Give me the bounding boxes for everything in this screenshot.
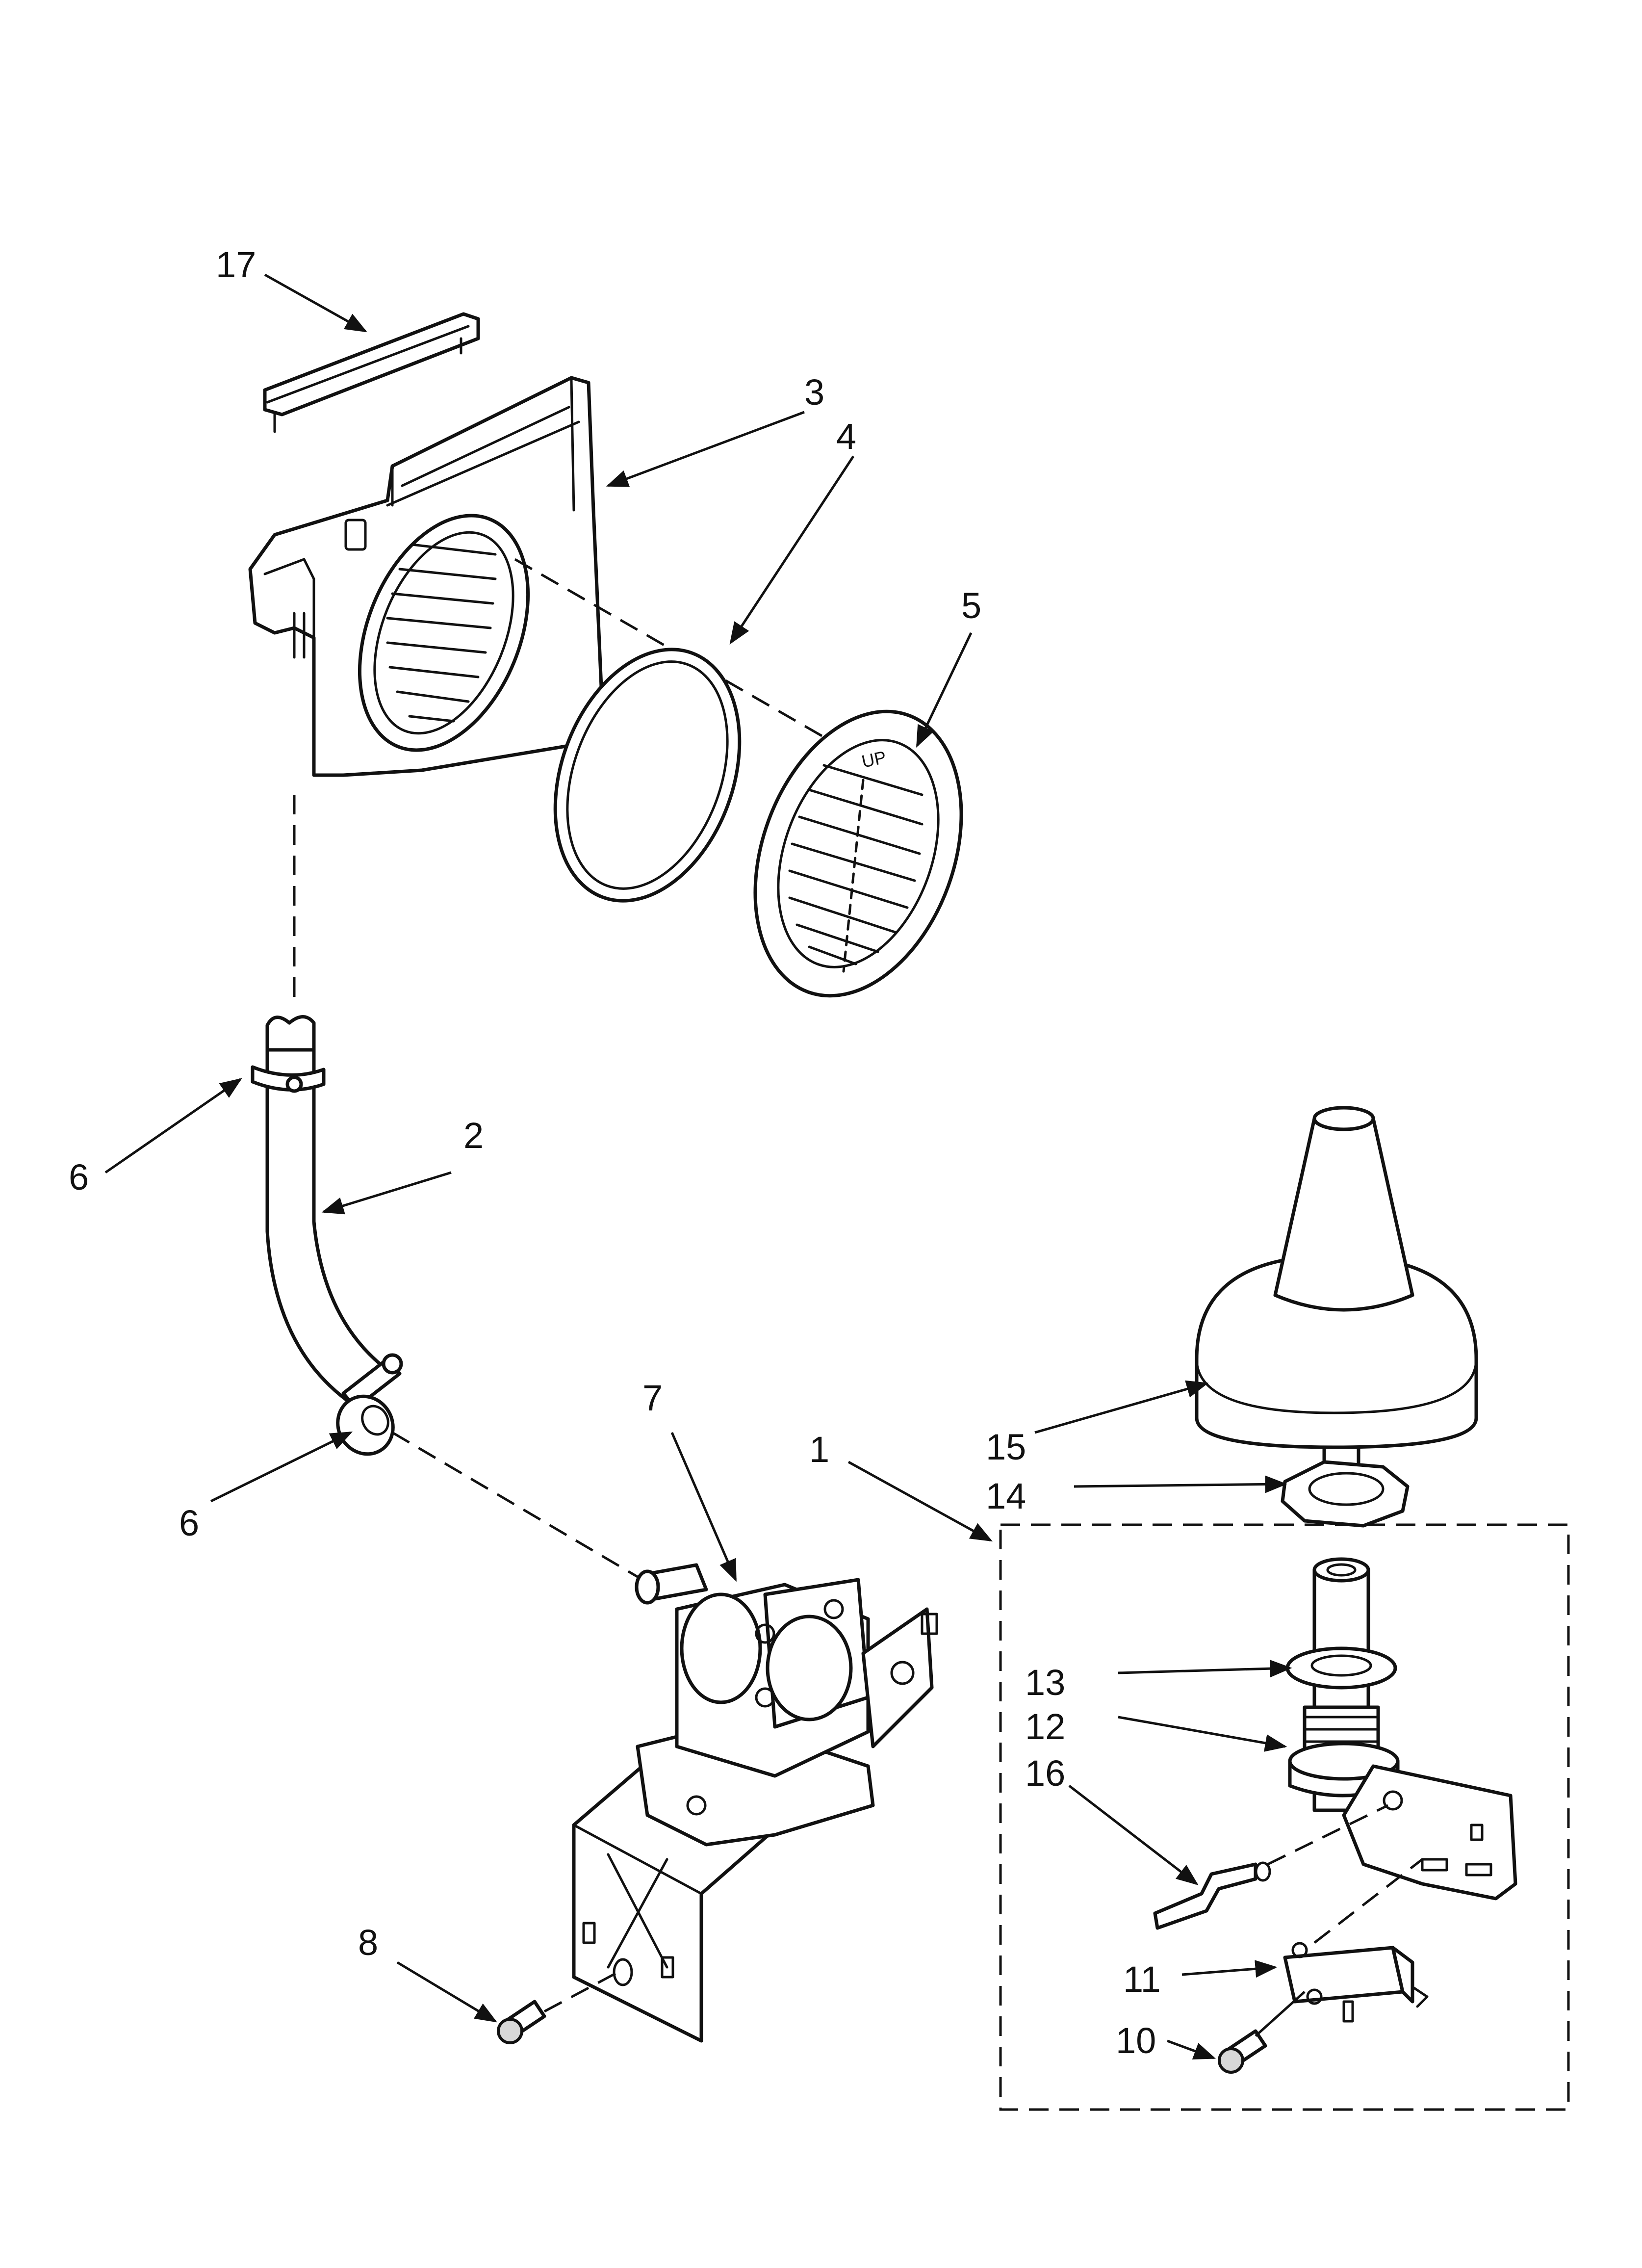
alignment-line-hose-valve	[391, 1431, 643, 1581]
part-14-hex-nut	[1281, 1460, 1410, 1528]
callout-11: 11	[1123, 1959, 1161, 2000]
callout-16: 16	[1025, 1753, 1065, 1794]
callout-4: 4	[836, 416, 856, 457]
leader-4	[729, 455, 855, 645]
part-15-float	[1195, 1106, 1478, 1469]
leader-lines	[104, 273, 1292, 2059]
part-1-switch-assembly-box	[999, 1523, 1570, 2111]
leader-16	[1068, 1785, 1199, 1885]
part-8-screw	[497, 2000, 546, 2044]
callout-3: 3	[804, 372, 824, 413]
part-7-water-valve	[572, 1563, 938, 2043]
callout-2: 2	[463, 1115, 484, 1156]
leader-2	[321, 1171, 452, 1215]
alignment-line-screw-bracket	[543, 1971, 619, 2013]
part-5-round-grille: UP	[753, 709, 963, 998]
callout-5: 5	[961, 585, 981, 626]
leader-14	[1074, 1475, 1287, 1493]
leader-12	[1118, 1716, 1287, 1752]
callout-6-upper: 6	[69, 1157, 89, 1198]
leader-13	[1118, 1660, 1292, 1678]
alignment-line-housing-grille	[514, 558, 874, 767]
callout-8: 8	[358, 1922, 378, 1963]
leader-6-upper	[104, 1078, 242, 1174]
callout-7: 7	[642, 1378, 663, 1418]
leader-10	[1167, 2039, 1216, 2059]
leader-8	[396, 1961, 497, 2023]
alignment-line-screw-switch	[1255, 1991, 1306, 2037]
grille-up-mark: UP	[860, 747, 888, 772]
part-4-ring-gasket	[553, 648, 742, 903]
callout-13: 13	[1025, 1662, 1065, 1703]
part-6-hose-clamp-lower	[336, 1353, 403, 1456]
leader-7	[670, 1432, 737, 1582]
part-10-screw	[1218, 2029, 1267, 2074]
part-1-switch-bracket	[1342, 1764, 1517, 1901]
callout-17: 17	[216, 244, 256, 285]
callout-12: 12	[1025, 1706, 1065, 1747]
callout-1: 1	[809, 1429, 829, 1470]
part-16-lever-wire	[1153, 1861, 1271, 1930]
alignment-line-lever	[1267, 1804, 1389, 1866]
alignment-line-microswitch	[1313, 1858, 1423, 1944]
leader-17	[264, 273, 367, 333]
callout-14: 14	[986, 1476, 1026, 1516]
callout-15: 15	[986, 1427, 1026, 1467]
part-3-vent-housing	[248, 376, 605, 777]
leader-5	[916, 632, 973, 748]
part-17-seal-strip	[263, 312, 480, 433]
leader-6-lower	[210, 1431, 353, 1503]
callout-6-lower: 6	[179, 1503, 199, 1543]
leader-3	[606, 411, 805, 487]
callout-numbers: 17 3 4 5 6 2 6 7 1 15 14 13 12 16 11 10 …	[69, 244, 1161, 2061]
part-11-micro-switch	[1283, 1942, 1429, 2023]
part-6-hose-clamp-upper	[251, 1065, 326, 1093]
leader-1	[847, 1460, 993, 1542]
leader-15	[1034, 1380, 1209, 1434]
leader-11	[1181, 1960, 1278, 1978]
callout-10: 10	[1116, 2020, 1156, 2061]
